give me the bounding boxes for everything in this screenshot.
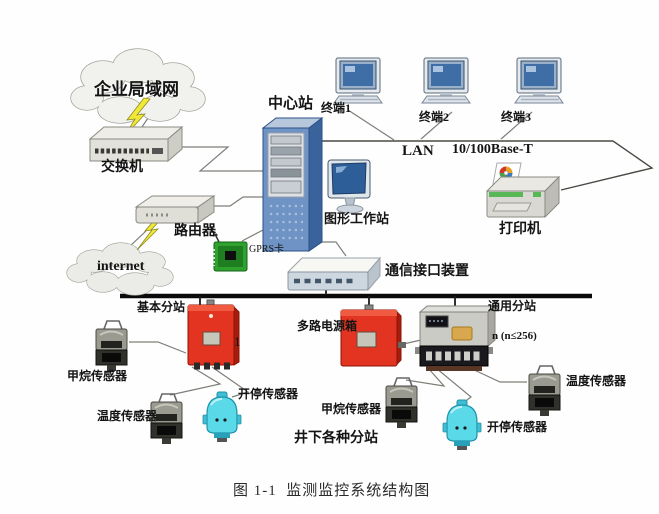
terminal2-computer [421, 57, 471, 104]
graphics-workstation-monitor [327, 159, 371, 214]
label-methane-sensor-left: 甲烷传感器 [67, 369, 128, 383]
label-basic-substation: 基本分站 [137, 300, 186, 314]
universal-substation-device [415, 304, 497, 371]
center-station-tower [261, 116, 324, 252]
label-multi-power-box: 多路电源箱 [297, 319, 358, 333]
label-onoff-sensor-right: 开停传感器 [487, 420, 548, 434]
label-enterprise-lan: 企业局域网 [94, 80, 179, 99]
label-onoff-sensor-mid: 开停传感器 [238, 387, 299, 401]
label-terminal3: 终端3 [501, 110, 532, 124]
onoff-sensor-mid-device [202, 391, 242, 443]
label-basic-substation-no: 1 [234, 334, 241, 349]
connection-lines [126, 109, 533, 404]
label-switch: 交换机 [101, 160, 143, 175]
label-lan: LAN [402, 143, 434, 159]
temp-sensor-right-device [528, 365, 561, 417]
label-gprs-card: GPRS卡 [249, 244, 285, 255]
methane-sensor-mid-device [385, 377, 418, 429]
printer-device [485, 162, 561, 219]
router-device [134, 195, 216, 224]
comm-interface-device [286, 256, 382, 292]
internet-cloud [66, 242, 174, 296]
label-printer: 打印机 [499, 222, 541, 237]
label-underground-group: 井下各种分站 [294, 431, 378, 446]
label-router: 路由器 [174, 224, 216, 239]
enterprise-lan-cloud [70, 48, 206, 124]
onoff-sensor-right-device [442, 399, 482, 451]
label-temp-sensor-left: 温度传感器 [97, 409, 158, 423]
label-methane-sensor-mid: 甲烷传感器 [321, 402, 382, 416]
terminal3-computer [514, 57, 564, 104]
gprs-card-device [213, 233, 248, 272]
methane-sensor-left-device [95, 320, 128, 372]
switch-device [88, 125, 184, 163]
label-station-count: n (n≤256) [492, 330, 537, 342]
label-graphics-workstation: 图形工作站 [324, 211, 390, 226]
basic-substation-box [187, 299, 240, 370]
label-universal-substation: 通用分站 [488, 299, 537, 313]
figure-caption: 图 1-1 监测监控系统结构图 [233, 483, 431, 499]
multi-power-box-device [340, 304, 406, 367]
label-comm-interface: 通信接口装置 [385, 264, 469, 279]
lan-bus-line [318, 140, 654, 191]
terminal1-computer [333, 57, 383, 104]
label-lan-standard: 10/100Base-T [452, 142, 533, 157]
label-terminal1: 终端1 [321, 101, 352, 115]
label-center-station: 中心站 [268, 96, 314, 112]
label-internet: internet [97, 259, 145, 274]
label-terminal2: 终端2 [419, 110, 450, 124]
label-temp-sensor-right: 温度传感器 [566, 374, 627, 388]
